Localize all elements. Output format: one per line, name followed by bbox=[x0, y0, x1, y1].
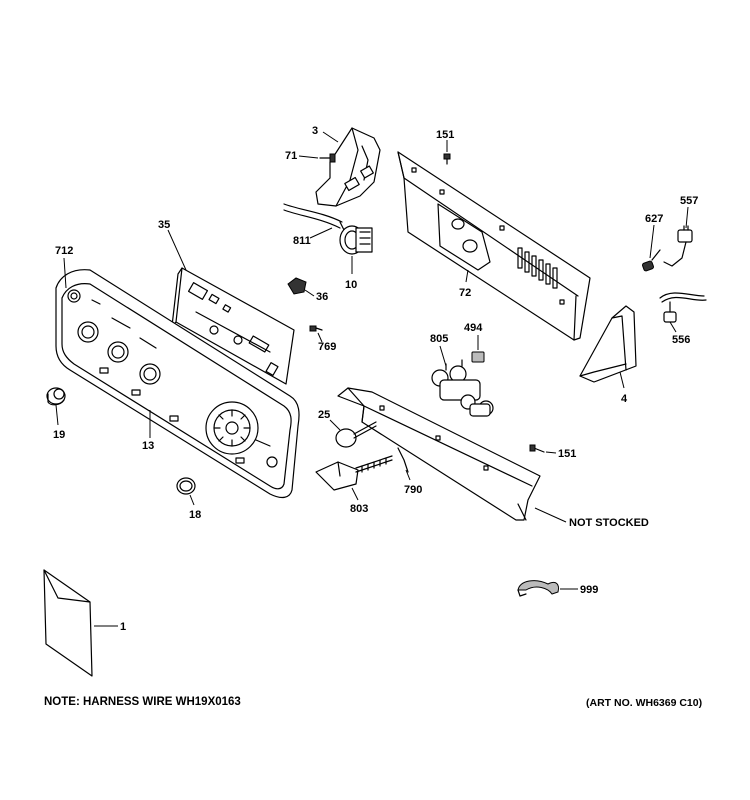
part-790-clip bbox=[397, 447, 409, 473]
label-10: 10 bbox=[345, 279, 357, 291]
label-13: 13 bbox=[142, 440, 154, 452]
label-627: 627 bbox=[645, 213, 663, 225]
label-557: 557 bbox=[680, 195, 698, 207]
part-not-stocked-rail bbox=[337, 387, 541, 521]
part-19-knob bbox=[46, 387, 66, 406]
part-72-vent-slots bbox=[517, 247, 558, 289]
label-1: 1 bbox=[120, 621, 126, 633]
label-803: 803 bbox=[350, 503, 368, 515]
label-36: 36 bbox=[316, 291, 328, 303]
part-811-hose bbox=[283, 203, 345, 231]
label-18: 18 bbox=[189, 509, 201, 521]
label-556: 556 bbox=[672, 334, 690, 346]
part-72-backsplash bbox=[397, 151, 591, 341]
label-151-right: 151 bbox=[558, 448, 576, 460]
part-71-screw bbox=[319, 153, 336, 163]
part-25-knob-shaft bbox=[335, 421, 377, 448]
label-4: 4 bbox=[621, 393, 628, 405]
part-556-harness bbox=[659, 292, 707, 323]
label-811: 811 bbox=[293, 235, 311, 247]
part-803-linkage bbox=[315, 455, 393, 491]
label-71: 71 bbox=[285, 150, 297, 162]
label-72: 72 bbox=[459, 287, 471, 299]
part-4-endcap bbox=[579, 305, 637, 383]
part-1-literature bbox=[43, 569, 93, 677]
label-25: 25 bbox=[318, 409, 330, 421]
part-3-bracket bbox=[315, 127, 381, 207]
part-557-cord bbox=[663, 225, 693, 267]
art-number: (ART NO. WH6369 C10) bbox=[586, 697, 703, 709]
part-13-control-panel bbox=[55, 269, 300, 499]
part-494-relay bbox=[471, 351, 485, 363]
label-805: 805 bbox=[430, 333, 448, 345]
label-35: 35 bbox=[158, 219, 170, 231]
label-769: 769 bbox=[318, 341, 336, 353]
label-3: 3 bbox=[312, 125, 318, 137]
part-627-plug bbox=[641, 249, 661, 272]
label-19: 19 bbox=[53, 429, 65, 441]
label-151-top: 151 bbox=[436, 129, 454, 141]
label-494: 494 bbox=[464, 322, 483, 334]
label-712: 712 bbox=[55, 245, 73, 257]
part-999-clamp bbox=[517, 580, 559, 597]
part-151-screw-top bbox=[443, 153, 451, 165]
part-769-screw bbox=[309, 325, 323, 332]
part-13-timer-dial bbox=[205, 401, 259, 455]
label-not-stocked: NOT STOCKED bbox=[569, 517, 649, 529]
label-790: 790 bbox=[404, 484, 422, 496]
label-999: 999 bbox=[580, 584, 598, 596]
harness-note: NOTE: HARNESS WIRE WH19X0163 bbox=[44, 696, 241, 708]
part-18-ring bbox=[176, 477, 196, 495]
part-36-clip bbox=[287, 277, 307, 295]
part-805-water-valve bbox=[431, 359, 494, 417]
part-10-pressure-switch bbox=[339, 225, 373, 255]
part-151-screw-right bbox=[529, 444, 545, 453]
